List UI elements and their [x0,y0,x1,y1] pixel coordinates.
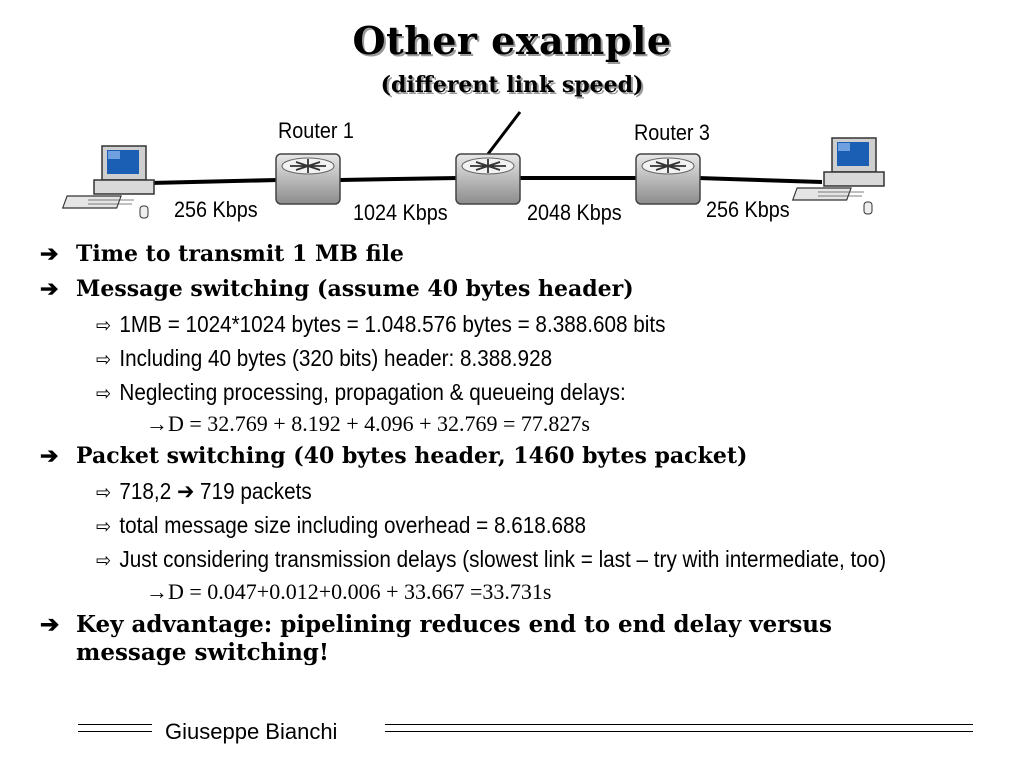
computer-icon [61,145,155,219]
sub-bullet-text: Just considering transmission delays (sl… [119,546,887,572]
result-text: D = 32.769 + 8.192 + 4.096 + 32.769 = 77… [168,411,590,436]
hollow-arrow-icon: ⇨ [96,550,112,572]
slide-title: Other example [352,18,672,63]
router-3-label: Router 3 [634,120,710,145]
sub-bullet-packets: ⇨ 718,2 ➔ 719 packets [96,478,312,505]
bullet-key-advantage-cont: message switching! [76,639,329,666]
link-line-2 [339,176,459,182]
router-icon [635,153,701,205]
bullet-text: Packet switching (40 bytes header, 1460 … [76,443,748,469]
link-3-label: 2048 Kbps [527,200,622,225]
right-arrow-icon: ➔ [40,241,59,267]
sub-bullet-text: 719 packets [194,478,312,504]
link-2-label: 1024 Kbps [353,200,448,225]
footer-author: Giuseppe Bianchi [165,719,338,744]
sub-bullet-total-size: ⇨ total message size including overhead =… [96,512,586,539]
result-packet-delay: →D = 0.047+0.012+0.006 + 33.667 =33.731s [146,579,552,605]
right-arrow-icon: ➔ [40,611,60,638]
arrow-icon: → [146,579,168,604]
link-1-label: 256 Kbps [174,197,258,222]
sub-bullet-1mb: ⇨ 1MB = 1024*1024 bytes = 1.048.576 bytes… [96,311,665,338]
sub-bullet-text: Including 40 bytes (320 bits) header: 8.… [119,345,553,371]
bullet-message-switching: ➔ Message switching (assume 40 bytes head… [40,276,634,302]
hollow-arrow-icon: ⇨ [96,349,112,371]
right-arrow-icon: ➔ [40,276,59,302]
link-line-4 [697,176,823,184]
bullet-transmit-time: ➔ Time to transmit 1 MB file [40,241,404,267]
router-2-pointer-line [486,111,522,155]
sub-bullet-text: total message size including overhead = … [119,512,587,538]
sub-bullet-text: 718,2 [119,478,177,504]
link-4-label: 256 Kbps [706,197,790,222]
hollow-arrow-icon: ⇨ [96,482,112,504]
right-arrow-icon: ➔ [40,443,59,469]
sub-bullet-text: 1MB = 1024*1024 bytes = 1.048.576 bytes … [119,311,666,337]
footer-divider-left [78,724,152,725]
hollow-arrow-icon: ⇨ [96,516,112,538]
link-line-1 [149,178,279,185]
hollow-arrow-icon: ⇨ [96,383,112,405]
result-text: D = 0.047+0.012+0.006 + 33.667 =33.731s [168,579,552,604]
footer-divider-right [385,724,973,725]
bullet-text: message switching! [76,639,329,666]
right-arrow-icon: ➔ [176,478,195,504]
computer-icon [791,137,885,215]
network-diagram [61,111,885,219]
bullet-packet-switching: ➔ Packet switching (40 bytes header, 1460… [40,443,747,469]
sub-bullet-text: Neglecting processing, propagation & que… [119,379,626,405]
sub-bullet-header: ⇨ Including 40 bytes (320 bits) header: 8… [96,345,552,372]
router-icon [455,153,521,205]
router-1-label: Router 1 [278,118,354,143]
router-icon [275,153,341,205]
slide-subtitle: (different link speed) [380,72,644,98]
hollow-arrow-icon: ⇨ [96,315,112,337]
bullet-text: Time to transmit 1 MB file [76,241,404,267]
bullet-key-advantage: ➔ Key advantage: pipelining reduces end t… [40,611,832,638]
bullet-text: Message switching (assume 40 bytes heade… [76,276,634,302]
arrow-icon: → [146,411,168,436]
sub-bullet-transmission: ⇨ Just considering transmission delays (s… [96,546,886,573]
footer-divider-left [78,731,152,732]
result-message-delay: →D = 32.769 + 8.192 + 4.096 + 32.769 = 7… [146,411,590,437]
bullet-text: Key advantage: pipelining reduces end to… [76,611,832,638]
sub-bullet-neglecting: ⇨ Neglecting processing, propagation & qu… [96,379,626,406]
footer-divider-right [385,731,973,732]
